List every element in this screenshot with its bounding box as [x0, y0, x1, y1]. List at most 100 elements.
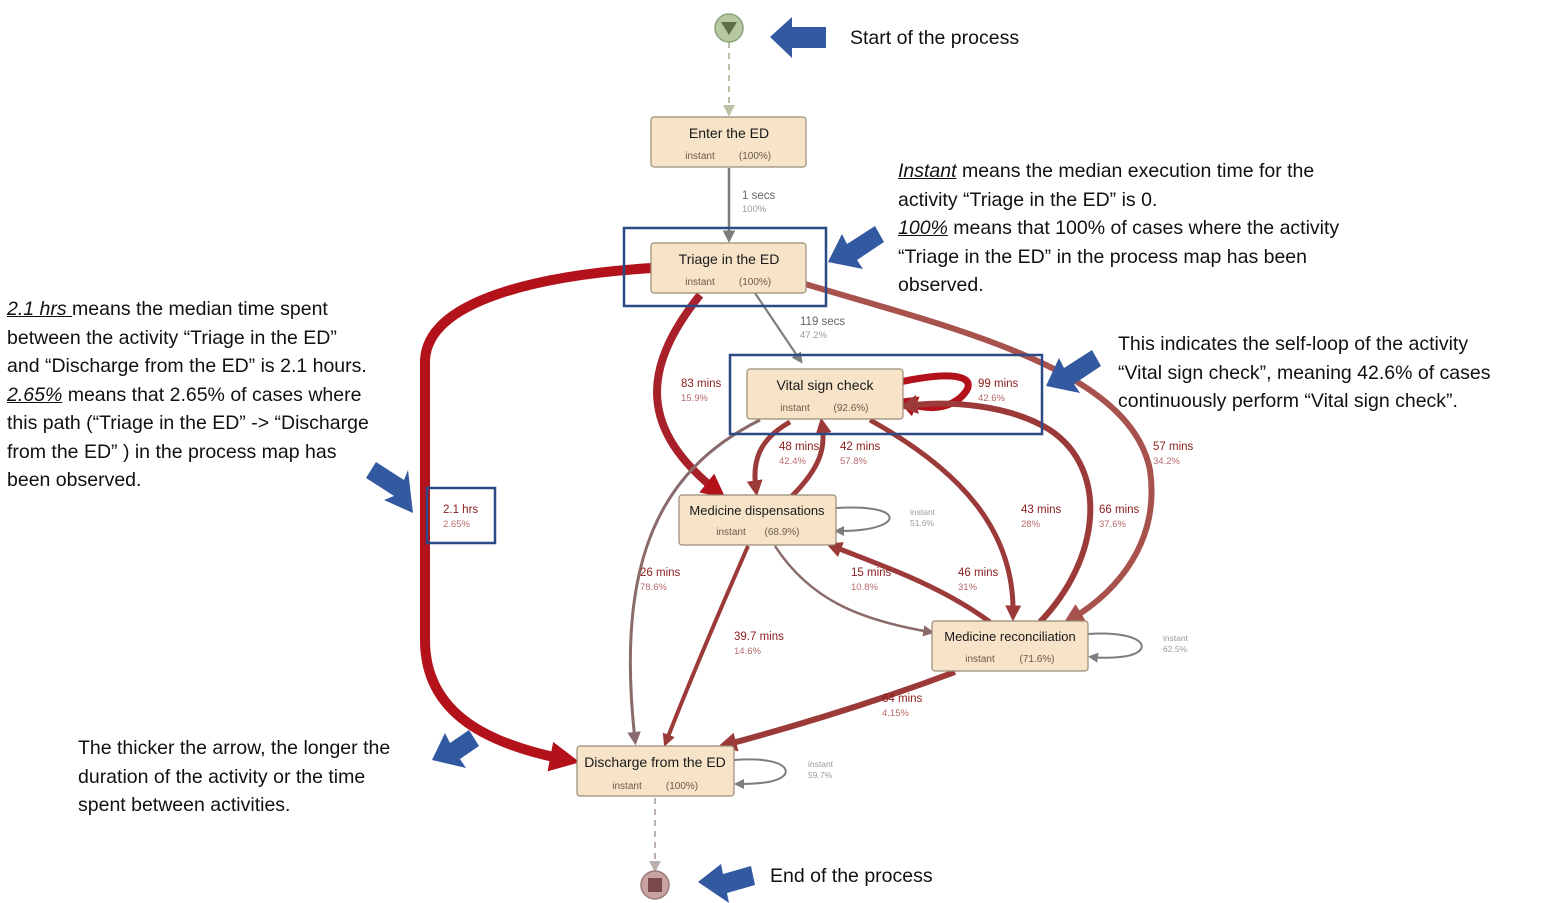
- edge-pct: 10.8%: [851, 582, 878, 593]
- edge-vital-rec: [868, 417, 1022, 622]
- edge-pct: 37.6%: [1099, 519, 1126, 530]
- node-title: Triage in the ED: [679, 251, 780, 267]
- annotation-text: means that 2.65% of cases where: [62, 383, 362, 406]
- annotation-line: Instant means the median execution time …: [898, 157, 1538, 186]
- edge-rec-loop: [1087, 632, 1143, 663]
- edge-pct: 78.6%: [640, 582, 667, 593]
- highlight-box-vital: [728, 353, 1044, 436]
- edge-disp-discharge: [662, 545, 750, 747]
- arrow-left-icon: [770, 17, 826, 58]
- annotation-emphasis: 2.1 hrs: [7, 298, 73, 320]
- annotation-line: from the ED” ) in the process map has: [7, 440, 337, 463]
- edge-pct: 47.2%: [800, 330, 827, 341]
- arrow-left-icon: [698, 864, 755, 903]
- annotation-emphasis: Instant: [898, 160, 957, 182]
- node-duration: instant: [780, 403, 810, 414]
- annotation-line: This indicates the self-loop of the acti…: [1118, 333, 1469, 355]
- annotation-line: this path (“Triage in the ED” -> “Discha…: [7, 412, 369, 434]
- annotation-emphasis: 2.65%: [7, 383, 63, 406]
- node-title: Medicine reconciliation: [944, 629, 1076, 644]
- annotation-end: End of the process: [770, 865, 933, 887]
- node-frequency: (71.6%): [1019, 654, 1054, 665]
- edge-pct: 14.6%: [734, 646, 761, 657]
- edge-time: 66 mins: [1099, 504, 1140, 516]
- edge-time: 119 secs: [800, 316, 845, 328]
- annotation-instant: Instant means the median execution time …: [898, 157, 1538, 300]
- annotation-line: continuously perform “Vital sign check”.: [1118, 390, 1458, 412]
- edge-pct: 28%: [1021, 519, 1041, 530]
- node-vital-sign-check: Vital sign check instant (92.6%): [746, 368, 904, 420]
- edge-triage-rec: [804, 281, 1155, 625]
- edge-disp-loop: [834, 506, 891, 536]
- edge-rec-discharge: [717, 669, 957, 752]
- edge-label-disp-rec: 15 mins 10.8%: [851, 567, 892, 593]
- edge-time: 39.7 mins: [734, 631, 784, 643]
- edge-label-vital-discharge: 26 mins 78.6%: [640, 567, 681, 593]
- edge-pct: 2.65%: [443, 519, 470, 530]
- annotation-duration-path: 2.1 hrs means the median time spent betw…: [7, 295, 417, 495]
- node-duration: instant: [965, 654, 995, 665]
- edge-time: 2.1 hrs: [443, 504, 478, 516]
- annotation-text: means the median execution time for the: [956, 160, 1315, 182]
- edge-time: 64 mins: [882, 693, 923, 705]
- edge-pct: 4.15%: [882, 708, 909, 719]
- start-triangle-icon: [714, 13, 744, 43]
- node-frequency: (68.9%): [764, 527, 799, 538]
- edge-label-rec-disp: 46 mins 31%: [958, 567, 999, 593]
- annotation-self-loop: This indicates the self-loop of the acti…: [1118, 330, 1554, 416]
- annotation-line: 2.65% means that 2.65% of cases where: [7, 381, 417, 410]
- edge-time: 43 mins: [1021, 504, 1062, 516]
- edge-label-triage-disp: 83 mins 15.9%: [681, 378, 722, 404]
- node-title: Enter the ED: [689, 125, 769, 141]
- node-enter-the-ed: Enter the ED instant (100%): [650, 116, 807, 168]
- edge-label-vital-loop: 99 mins 42.6%: [978, 378, 1019, 404]
- edge-time: 83 mins: [681, 378, 722, 390]
- edge-label-triage-vital: 119 secs 47.2%: [800, 316, 845, 341]
- annotation-emphasis: 100%: [898, 217, 948, 239]
- edge-label-disp-vital: 42 mins 57.8%: [840, 441, 881, 467]
- edge-label-discharge-loop: instant 59.7%: [808, 759, 834, 780]
- node-title: Discharge from the ED: [584, 754, 726, 770]
- annotation-line: “Triage in the ED” in the process map ha…: [898, 245, 1307, 268]
- edge-triage-vital: [754, 292, 803, 364]
- annotation-line: spent between activities.: [78, 794, 291, 816]
- annotation-start: Start of the process: [850, 27, 1020, 49]
- node-duration: instant: [685, 277, 715, 288]
- annotation-line: observed.: [898, 274, 984, 296]
- annotation-line: duration of the activity or the time: [78, 765, 366, 788]
- annotation-line: activity “Triage in the ED” is 0.: [898, 188, 1158, 211]
- edge-label-triage-rec: 57 mins 34.2%: [1153, 441, 1194, 467]
- node-frequency: (100%): [739, 151, 771, 162]
- node-title: Vital sign check: [776, 377, 874, 393]
- annotation-line: 2.1 hrs means the median time spent: [7, 295, 417, 324]
- edge-pct: 57.8%: [840, 456, 867, 467]
- highlight-box-triage: [622, 226, 828, 308]
- annotation-text: means that 100% of cases where the activ…: [947, 217, 1340, 239]
- edge-disp-vital: [790, 417, 832, 498]
- edge-label-enter-triage: 1 secs 100%: [742, 190, 775, 215]
- edge-pct: 31%: [958, 582, 978, 593]
- edge-label-rec-discharge: 64 mins 4.15%: [882, 693, 923, 719]
- edge-label-vital-rec: 43 mins 28%: [1021, 504, 1062, 530]
- annotation-line: between the activity “Triage in the ED”: [7, 326, 337, 349]
- edge-pct: 15.9%: [681, 393, 708, 404]
- node-frequency: (92.6%): [833, 403, 868, 414]
- edge-time: 57 mins: [1153, 441, 1194, 453]
- annotation-line: The thicker the arrow, the longer the: [78, 737, 391, 759]
- annotation-line: “Vital sign check”, meaning 42.6% of cas…: [1118, 361, 1491, 384]
- arrow-down-left-icon: [432, 730, 479, 768]
- edge-time: 99 mins: [978, 378, 1019, 390]
- edge-vital-discharge: [627, 418, 761, 746]
- edge-rec-disp: [826, 542, 992, 625]
- edge-pct: 42.6%: [978, 393, 1005, 404]
- node-medicine-dispensations: Medicine dispensations instant (68.9%): [678, 494, 837, 546]
- edge-vital-loop: [896, 372, 972, 417]
- edge-time: 42 mins: [840, 441, 881, 453]
- edge-time: instant: [910, 507, 936, 517]
- edge-discharge-loop: [733, 758, 787, 789]
- node-duration: instant: [716, 527, 746, 538]
- edge-label-rec-loop: instant 62.5%: [1163, 633, 1189, 654]
- arrow-down-right-icon: [366, 462, 413, 513]
- end-square-icon: [640, 870, 670, 900]
